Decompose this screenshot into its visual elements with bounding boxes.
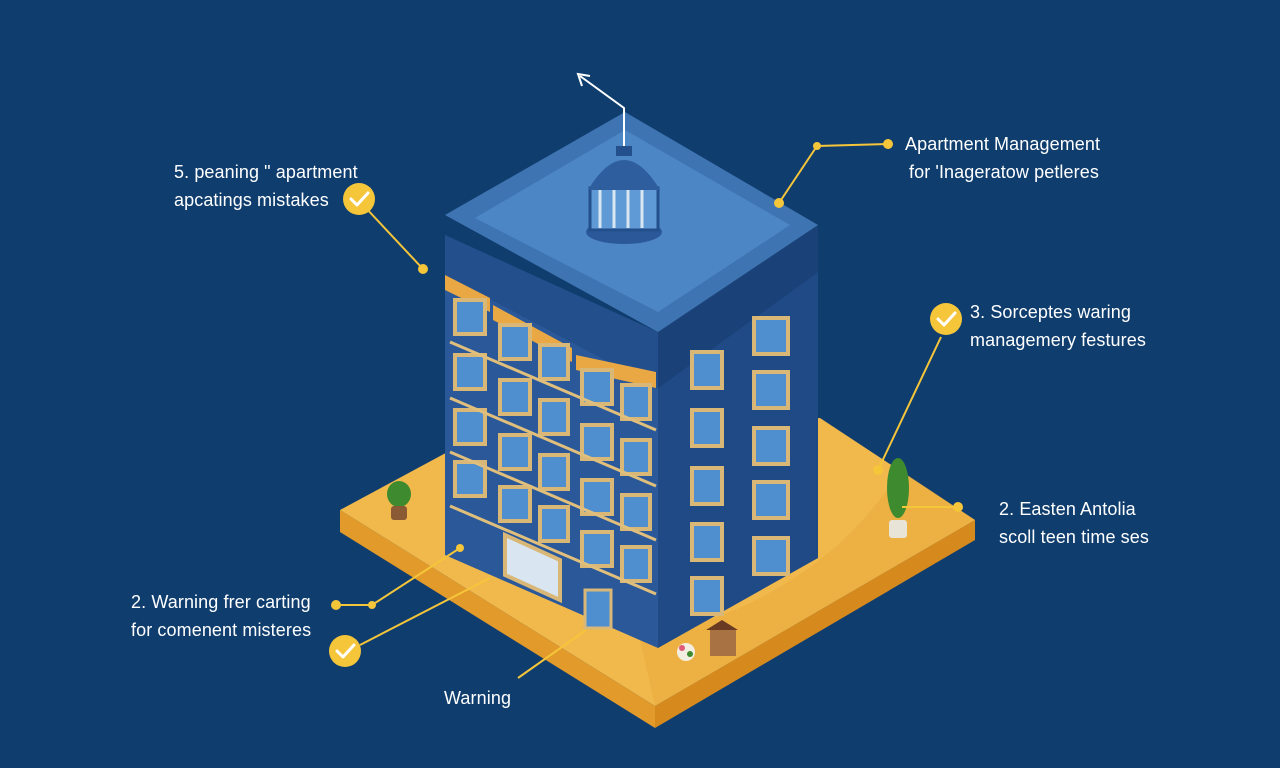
side-door	[583, 588, 613, 630]
leader-dot	[331, 600, 341, 610]
annotation-bottom-right: 2. Easten Antolia scoll teen time ses	[999, 495, 1149, 551]
annotation-line: apcatings mistakes	[174, 190, 329, 210]
check-icon	[936, 311, 957, 327]
side-windows	[690, 316, 790, 616]
leader-line-left-check	[359, 577, 491, 646]
antenna-arrowhead	[576, 72, 591, 87]
antenna-arrow	[579, 75, 625, 146]
balcony-railings	[449, 340, 657, 596]
check-badge-mid-right	[930, 303, 962, 335]
check-icon	[349, 191, 370, 207]
cornice	[576, 355, 656, 388]
leader-dot	[953, 502, 963, 512]
roof-dome	[586, 146, 662, 244]
platform-side-left	[340, 510, 655, 728]
building	[445, 72, 818, 648]
annotation-line: 3. Sorceptes waring	[970, 302, 1131, 322]
annotation-line: 5. peaning " apartment	[174, 162, 358, 182]
leader-dot	[813, 142, 821, 150]
check-badge-top-left	[343, 183, 375, 215]
annotation-mid-right: 3. Sorceptes waring managemery festures	[970, 298, 1146, 354]
annotation-line: 2. Warning frer carting	[131, 592, 311, 612]
annotation-line: for comenent misteres	[131, 620, 312, 640]
annotation-bottom-left: 2. Warning frer carting for comenent mis…	[131, 588, 311, 644]
leader-line-mid-right	[877, 336, 942, 471]
platform-side-right	[655, 520, 975, 728]
annotation-line: scoll teen time ses	[999, 527, 1149, 547]
annotation-top-left: 5. peaning " apartment apcatings mistake…	[174, 158, 358, 214]
plant-left	[387, 481, 411, 520]
leader-dot	[774, 198, 784, 208]
check-icon	[335, 643, 356, 659]
check-badge-bottom-left	[329, 635, 361, 667]
kiosk	[706, 620, 738, 656]
leader-dot	[456, 544, 464, 552]
annotation-line: Warning	[444, 688, 512, 708]
leader-dot	[883, 139, 893, 149]
annotation-line: managemery festures	[970, 330, 1146, 350]
building-parapet-front	[445, 235, 658, 388]
annotation-line: Apartment Management	[905, 134, 1101, 154]
leader-dots	[331, 139, 963, 610]
entrance-door	[503, 531, 562, 604]
leader-line-top-right	[778, 143, 889, 204]
leader-dot	[368, 601, 376, 609]
annotation-bottom: Warning	[444, 684, 511, 712]
plant-right	[887, 458, 909, 538]
building-parapet-side	[658, 225, 818, 388]
front-windows	[453, 298, 652, 583]
leader-dot	[418, 264, 428, 274]
leader-line-bottom	[517, 629, 587, 679]
annotation-line: 2. Easten Antolia	[999, 499, 1136, 519]
leader-line-top-left	[363, 205, 424, 270]
flower-cart	[677, 643, 695, 661]
annotation-line: for 'Inageratow petleres	[909, 162, 1099, 182]
leader-dot	[873, 465, 883, 475]
annotation-top-right: Apartment Management for 'Inageratow pet…	[905, 130, 1100, 186]
